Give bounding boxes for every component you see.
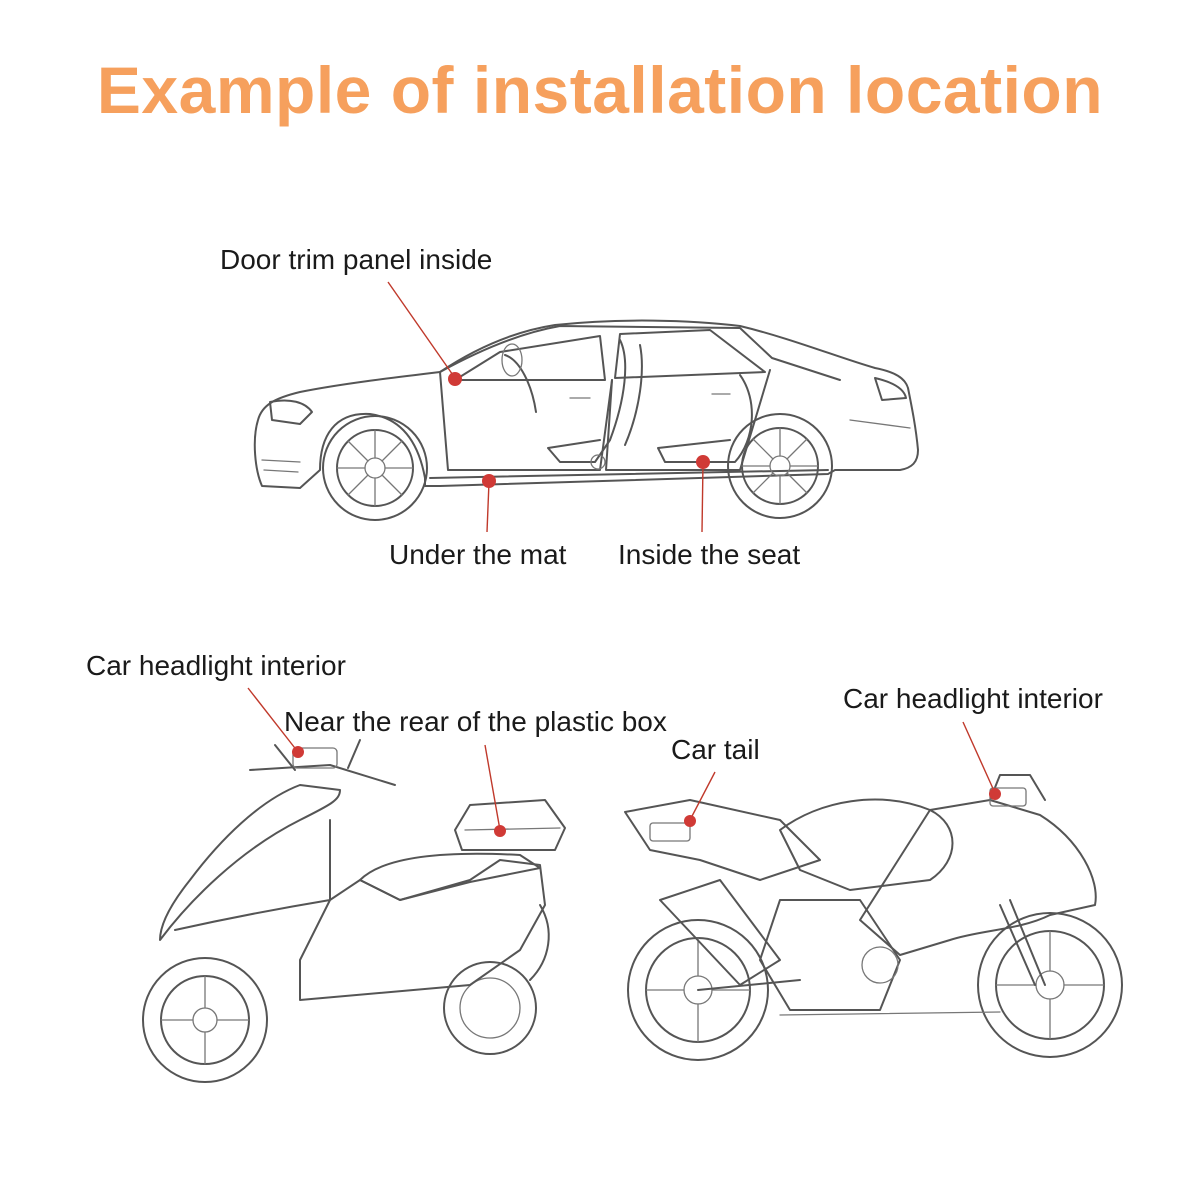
- leader-inside-seat: [702, 463, 703, 532]
- leader-under-mat: [487, 482, 489, 532]
- marker-inside-seat: [696, 455, 710, 469]
- leader-door-trim: [388, 282, 455, 378]
- marker-car-tail: [684, 815, 696, 827]
- marker-under-mat: [482, 474, 496, 488]
- leader-plastic-box: [485, 745, 500, 830]
- car-markers: [388, 282, 710, 532]
- scooter-markers: [248, 688, 506, 837]
- marker-plastic-box: [494, 825, 506, 837]
- leader-moto-headlight: [963, 722, 995, 793]
- marker-door-trim: [448, 372, 462, 386]
- marker-moto-headlight: [989, 788, 1001, 800]
- motorcycle-illustration: [625, 775, 1122, 1060]
- scooter-illustration: [143, 740, 565, 1082]
- leader-scooter-headlight: [248, 688, 298, 752]
- car-illustration: [255, 321, 918, 520]
- leader-car-tail: [690, 772, 715, 820]
- marker-scooter-headlight: [292, 746, 304, 758]
- motorcycle-markers: [684, 722, 1001, 827]
